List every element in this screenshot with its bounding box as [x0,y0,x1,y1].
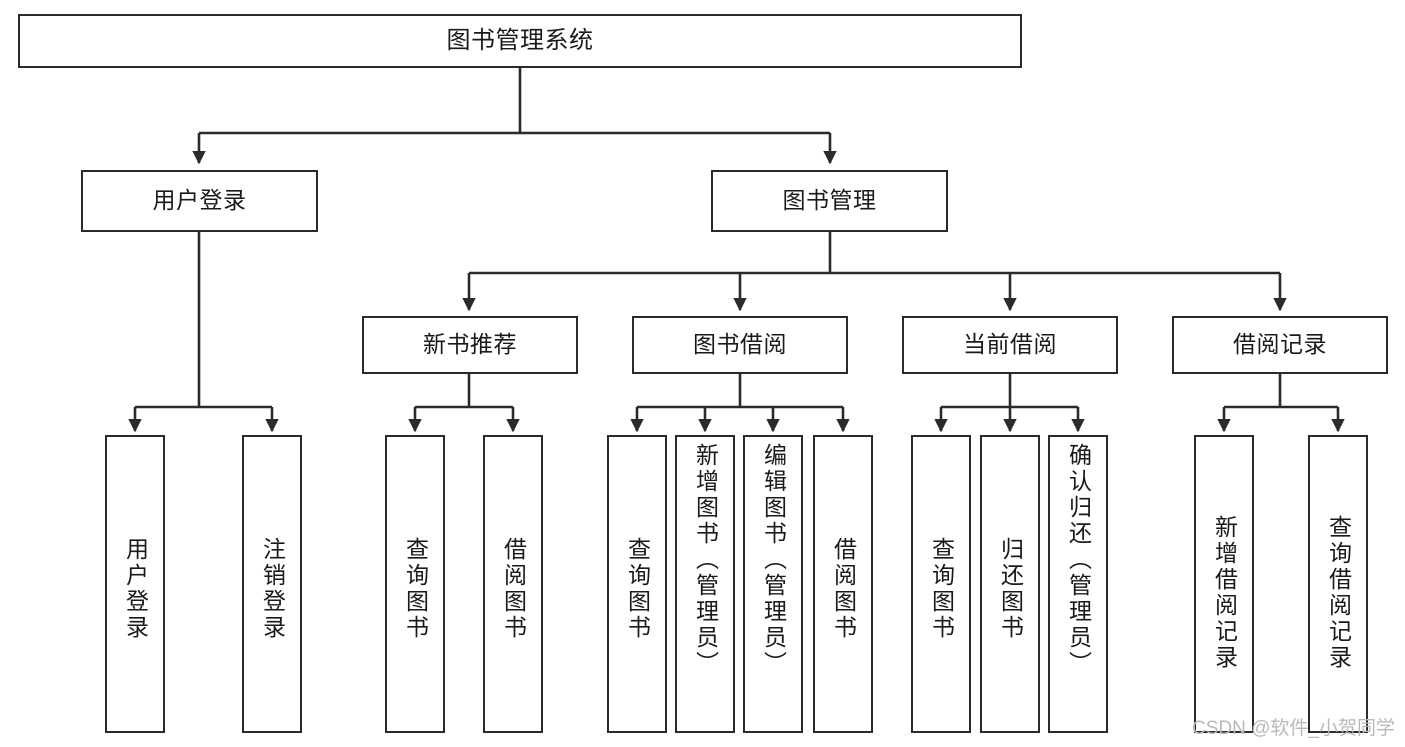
node-leaf-edit-book-admin[interactable]: 编辑图书（管理员） [743,435,803,733]
node-leaf-query-book-current[interactable]: 查询图书 [911,435,971,733]
node-label: 当前借阅 [963,331,1057,358]
node-root-book-management-system[interactable]: 图书管理系统 [18,14,1022,68]
node-leaf-query-book-borrow[interactable]: 查询图书 [607,435,667,733]
node-label: 查询图书 [624,537,651,641]
node-label: 图书管理系统 [446,26,594,54]
node-user-login[interactable]: 用户登录 [81,170,318,232]
node-label: 借阅图书 [830,537,857,641]
node-leaf-user-login[interactable]: 用户登录 [105,435,165,733]
node-label: 归还图书 [997,537,1024,641]
node-label: 新书推荐 [423,331,517,358]
node-book-management[interactable]: 图书管理 [711,170,948,232]
node-leaf-confirm-return-admin[interactable]: 确认归还（管理员） [1048,435,1108,733]
node-label: 确认归还（管理员） [1065,443,1092,677]
node-label: 新增借阅记录 [1211,515,1238,671]
node-label: 借阅记录 [1233,331,1327,358]
node-label: 借阅图书 [500,537,527,641]
node-leaf-borrow-book[interactable]: 借阅图书 [813,435,873,733]
node-label: 用户登录 [152,187,247,214]
node-label: 注销登录 [259,537,286,641]
node-label: 查询图书 [928,537,955,641]
node-label: 编辑图书（管理员） [760,443,787,677]
node-label: 查询图书 [402,537,429,641]
node-leaf-query-borrow-record[interactable]: 查询借阅记录 [1308,435,1368,733]
node-borrowing-record[interactable]: 借阅记录 [1172,316,1388,374]
node-label: 新增图书（管理员） [692,443,719,677]
node-label: 图书借阅 [693,331,787,358]
node-leaf-borrow-book-recommend[interactable]: 借阅图书 [483,435,543,733]
node-leaf-add-borrow-record[interactable]: 新增借阅记录 [1194,435,1254,733]
node-leaf-add-book-admin[interactable]: 新增图书（管理员） [675,435,735,733]
node-leaf-logout[interactable]: 注销登录 [242,435,302,733]
node-leaf-return-book[interactable]: 归还图书 [980,435,1040,733]
node-leaf-query-book-recommend[interactable]: 查询图书 [385,435,445,733]
node-book-borrowing[interactable]: 图书借阅 [632,316,848,374]
node-label: 图书管理 [782,187,877,214]
node-label: 查询借阅记录 [1325,515,1352,671]
node-label: 用户登录 [122,537,149,641]
node-new-book-recommendation[interactable]: 新书推荐 [362,316,578,374]
csdn-watermark: CSDN @软件_小贺同学 [1192,718,1395,739]
node-current-borrowing[interactable]: 当前借阅 [902,316,1118,374]
